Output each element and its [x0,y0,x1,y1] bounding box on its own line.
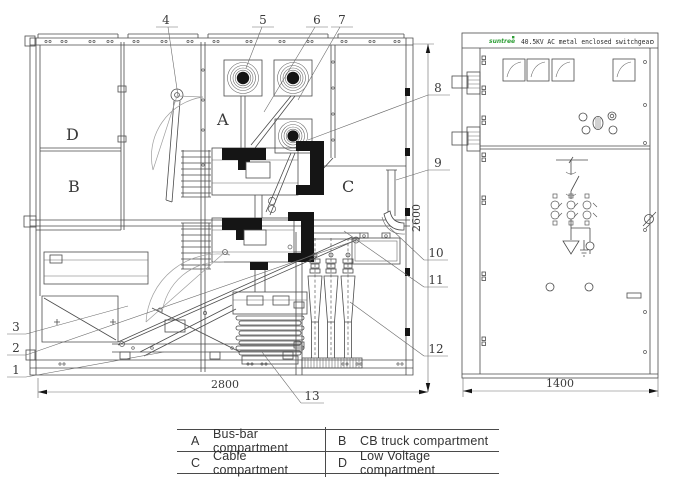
operating-handle-upper [451,71,481,95]
support-insulator [232,291,308,365]
cable-terminations [301,238,363,369]
pole-roller-1 [268,197,276,205]
door-knob-1 [545,282,555,292]
door-split [480,145,650,150]
dimension-2600: 2600 [410,43,434,392]
legend-row-2: C Cable compartment D Low Voltage compar… [177,448,499,477]
legend-cell-b: B CB truck compartment [326,434,499,448]
dimension-2800: 2800 [37,378,428,398]
technical-drawing: D B A C [7,13,659,404]
legend-key-a: A [191,433,200,448]
mimic-diagram [545,156,657,299]
bushing-icon-3 [274,118,313,154]
door-hinges [481,55,486,346]
legend-key-c: C [191,455,201,470]
meter-icon-2 [526,58,550,82]
dim-front-width-label: 1400 [546,377,574,390]
legend-value-b: CB truck compartment [360,433,489,448]
compartment-label-d: D [66,125,79,144]
compartment-legend-table: A Bus-bar compartment B CB truck compart… [177,426,499,477]
breaker-lower-pole [181,212,360,292]
pressure-relief-pipe [381,169,406,235]
callout-1: 1 [12,363,20,377]
compartment-label-c: C [342,177,354,196]
legend-key-d: D [338,455,348,470]
cabinet-section-view: D B A C [7,13,450,404]
partitions [30,42,410,375]
legend-key-b: B [338,433,347,448]
callout-3: 3 [12,320,20,334]
callout-4: 4 [162,13,170,27]
meter-icon-3 [551,58,575,82]
meter-icon-1 [502,58,526,82]
legend-value-c: Cable compartment [213,448,289,477]
bottom-rail-bolts [58,362,404,366]
legend-row-1: A Bus-bar compartment B CB truck compart… [177,426,499,455]
panel-title: 40.5KV AC metal enclosed switchgear [521,37,653,46]
compartment-label-b: B [68,177,80,196]
panel-screws [643,40,654,354]
pole-link [254,195,263,218]
legend-value-d: Low Voltage compartment [360,448,436,477]
callout-13: 13 [304,389,319,403]
callout-9: 9 [434,156,442,170]
lower-left-panels [39,230,149,343]
brand-logo: suntree [489,38,515,45]
callout-2: 2 [12,341,20,355]
compartment-label-a: A [216,110,229,129]
pole-roller-2 [268,205,276,213]
cabinet-front-view: suntree 40.5KV AC metal enclosed switchg… [451,32,659,397]
callout-leaders [7,26,450,404]
conductor-stems [240,95,296,216]
panel-inner-frame [462,47,658,375]
upper-door-swing [151,88,204,203]
callout-8: 8 [434,81,442,95]
callout-6: 6 [313,13,321,27]
legend-value-a: Bus-bar compartment [213,426,289,455]
panel-outline [461,32,659,379]
truck-linkage [112,236,360,360]
top-rail-bolts [44,40,401,43]
indicator-lamps [578,111,618,135]
meter-icon-4 [612,58,636,82]
callout-5: 5 [259,13,267,27]
callout-7: 7 [338,13,346,27]
legend-cell-d: D Low Voltage compartment [326,449,499,477]
breaker-upper-pole [181,141,406,198]
brand-logo-mark [512,36,515,39]
cabinet-frame [23,33,414,376]
operating-handle-lower [451,126,481,152]
dim-height-label: 2600 [410,204,423,232]
bushing-icon-2 [273,59,313,97]
callout-11: 11 [428,273,443,287]
nameplate [626,292,642,299]
dim-width-label: 2800 [211,378,239,391]
callout-10: 10 [428,246,443,260]
ct-box [351,232,401,265]
callout-12: 12 [428,342,443,356]
bushing-icon-1 [223,59,263,97]
meter-icons [502,58,636,82]
dimension-1400: 1400 [462,377,659,397]
door-knob-2 [584,282,594,292]
lower-door-swing [145,251,231,323]
legend-cell-a: A Bus-bar compartment [177,426,326,455]
legend-cell-c: C Cable compartment [177,448,326,477]
door-handle-icon [642,211,657,229]
